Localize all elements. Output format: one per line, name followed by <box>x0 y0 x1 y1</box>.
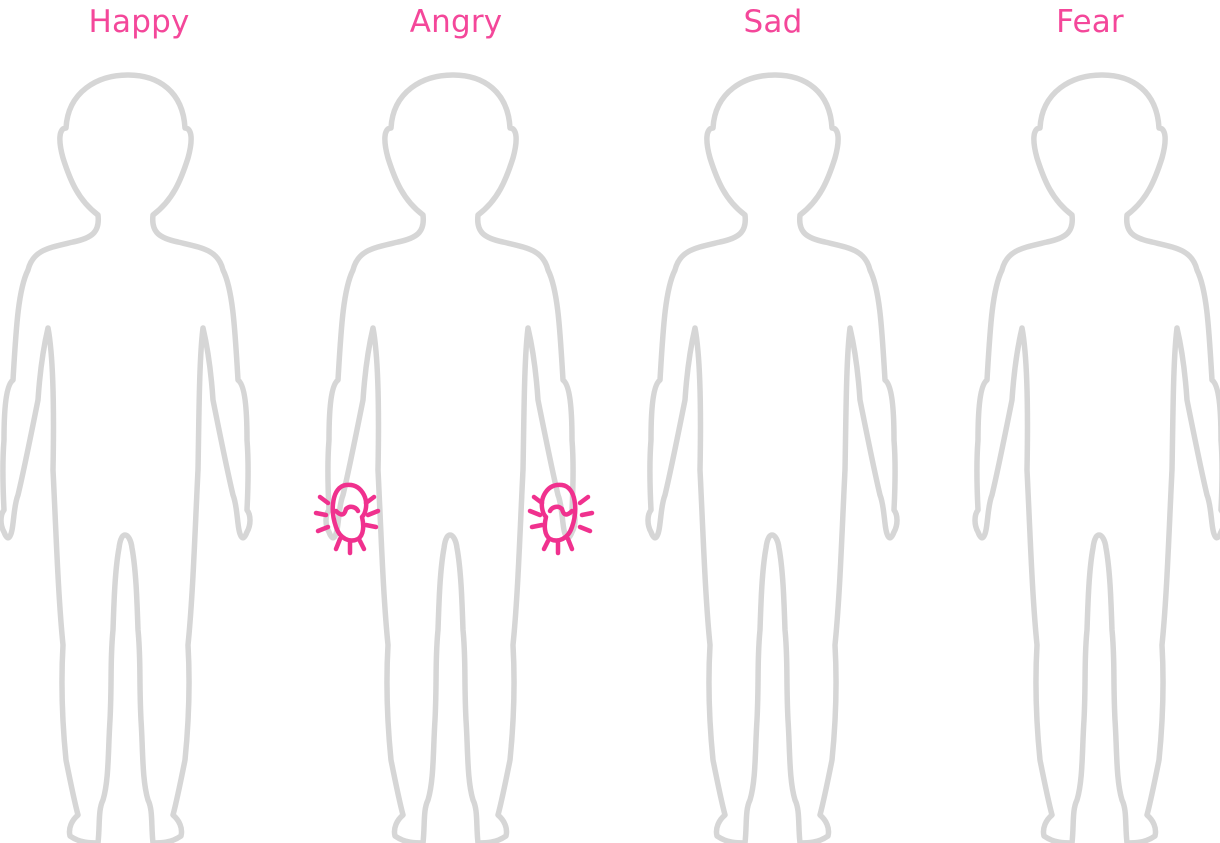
figure-sad <box>648 75 897 843</box>
figure-fear <box>975 75 1220 843</box>
figure-happy <box>1 75 250 843</box>
figure-angry <box>316 75 592 843</box>
